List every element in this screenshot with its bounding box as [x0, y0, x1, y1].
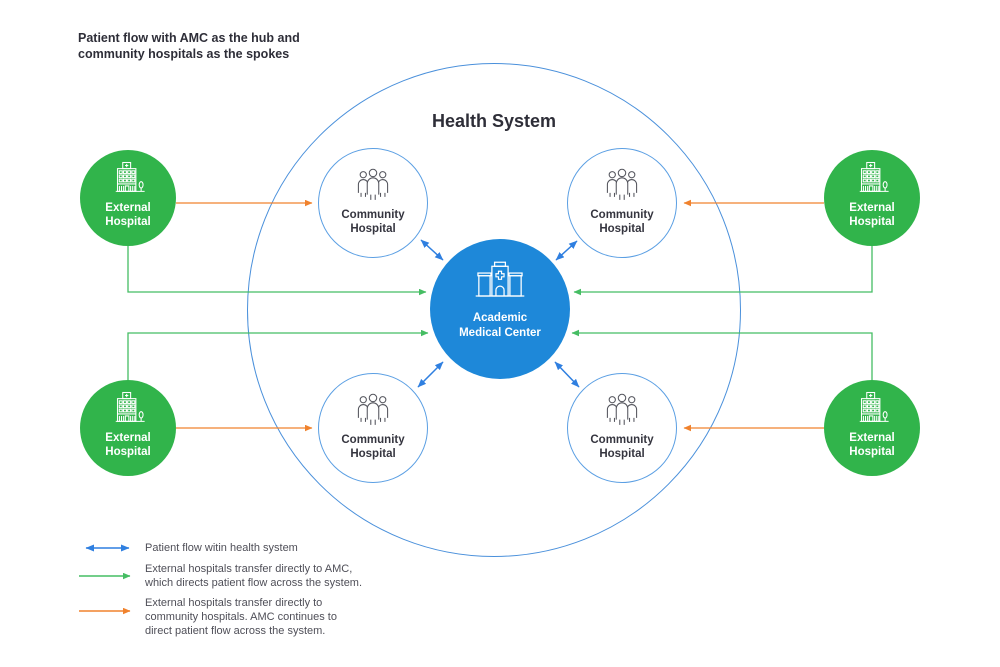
- amc-label: Academic Medical Center: [459, 312, 541, 339]
- hospital-building-icon: [115, 161, 145, 192]
- community-hospital-bottom-left: Community Hospital: [318, 373, 428, 483]
- people-group-icon: [357, 393, 389, 425]
- legend: Patient flow witin health system Externa…: [78, 541, 362, 638]
- health-system-circle: [247, 63, 741, 557]
- academic-medical-center: Academic Medical Center: [430, 239, 570, 379]
- external-hospital-bottom-left: External Hospital: [80, 380, 176, 476]
- health-system-label: Health System: [431, 111, 557, 131]
- legend-text: External hospitals transfer directly to …: [145, 597, 337, 637]
- community-hospital-label: Community Hospital: [590, 434, 654, 460]
- community-hospital-label: Community Hospital: [341, 434, 405, 460]
- diagram-title: Patient flow with AMC as the hub and com…: [78, 31, 300, 61]
- external-hospital-label: External Hospital: [105, 432, 151, 458]
- community-hospital-bottom-right: Community Hospital: [567, 373, 677, 483]
- medical-center-building-icon: [475, 261, 525, 297]
- hospital-building-icon: [859, 161, 889, 192]
- external-hospital-top-left: External Hospital: [80, 150, 176, 246]
- people-group-icon: [606, 393, 638, 425]
- community-hospital-top-right: Community Hospital: [567, 148, 677, 258]
- legend-text: Patient flow witin health system: [145, 542, 298, 554]
- blue-double-arrow-icon: [85, 544, 130, 552]
- external-hospital-label: External Hospital: [105, 202, 151, 228]
- green-arrow-icon: [79, 572, 131, 580]
- people-group-icon: [357, 168, 389, 200]
- orange-arrow-icon: [79, 607, 131, 615]
- community-hospital-top-left: Community Hospital: [318, 148, 428, 258]
- hospital-building-icon: [115, 391, 145, 422]
- external-hospital-top-right: External Hospital: [824, 150, 920, 246]
- legend-text: External hospitals transfer directly to …: [145, 563, 363, 589]
- hospital-building-icon: [859, 391, 889, 422]
- legend-item-within-system: Patient flow witin health system: [78, 541, 362, 555]
- people-group-icon: [606, 168, 638, 200]
- community-hospital-label: Community Hospital: [341, 209, 405, 235]
- legend-item-transfer-to-amc: External hospitals transfer directly to …: [78, 562, 362, 590]
- external-hospital-label: External Hospital: [849, 202, 895, 228]
- external-hospital-bottom-right: External Hospital: [824, 380, 920, 476]
- legend-item-transfer-to-community: External hospitals transfer directly to …: [78, 596, 362, 638]
- community-hospital-label: Community Hospital: [590, 209, 654, 235]
- external-hospital-label: External Hospital: [849, 432, 895, 458]
